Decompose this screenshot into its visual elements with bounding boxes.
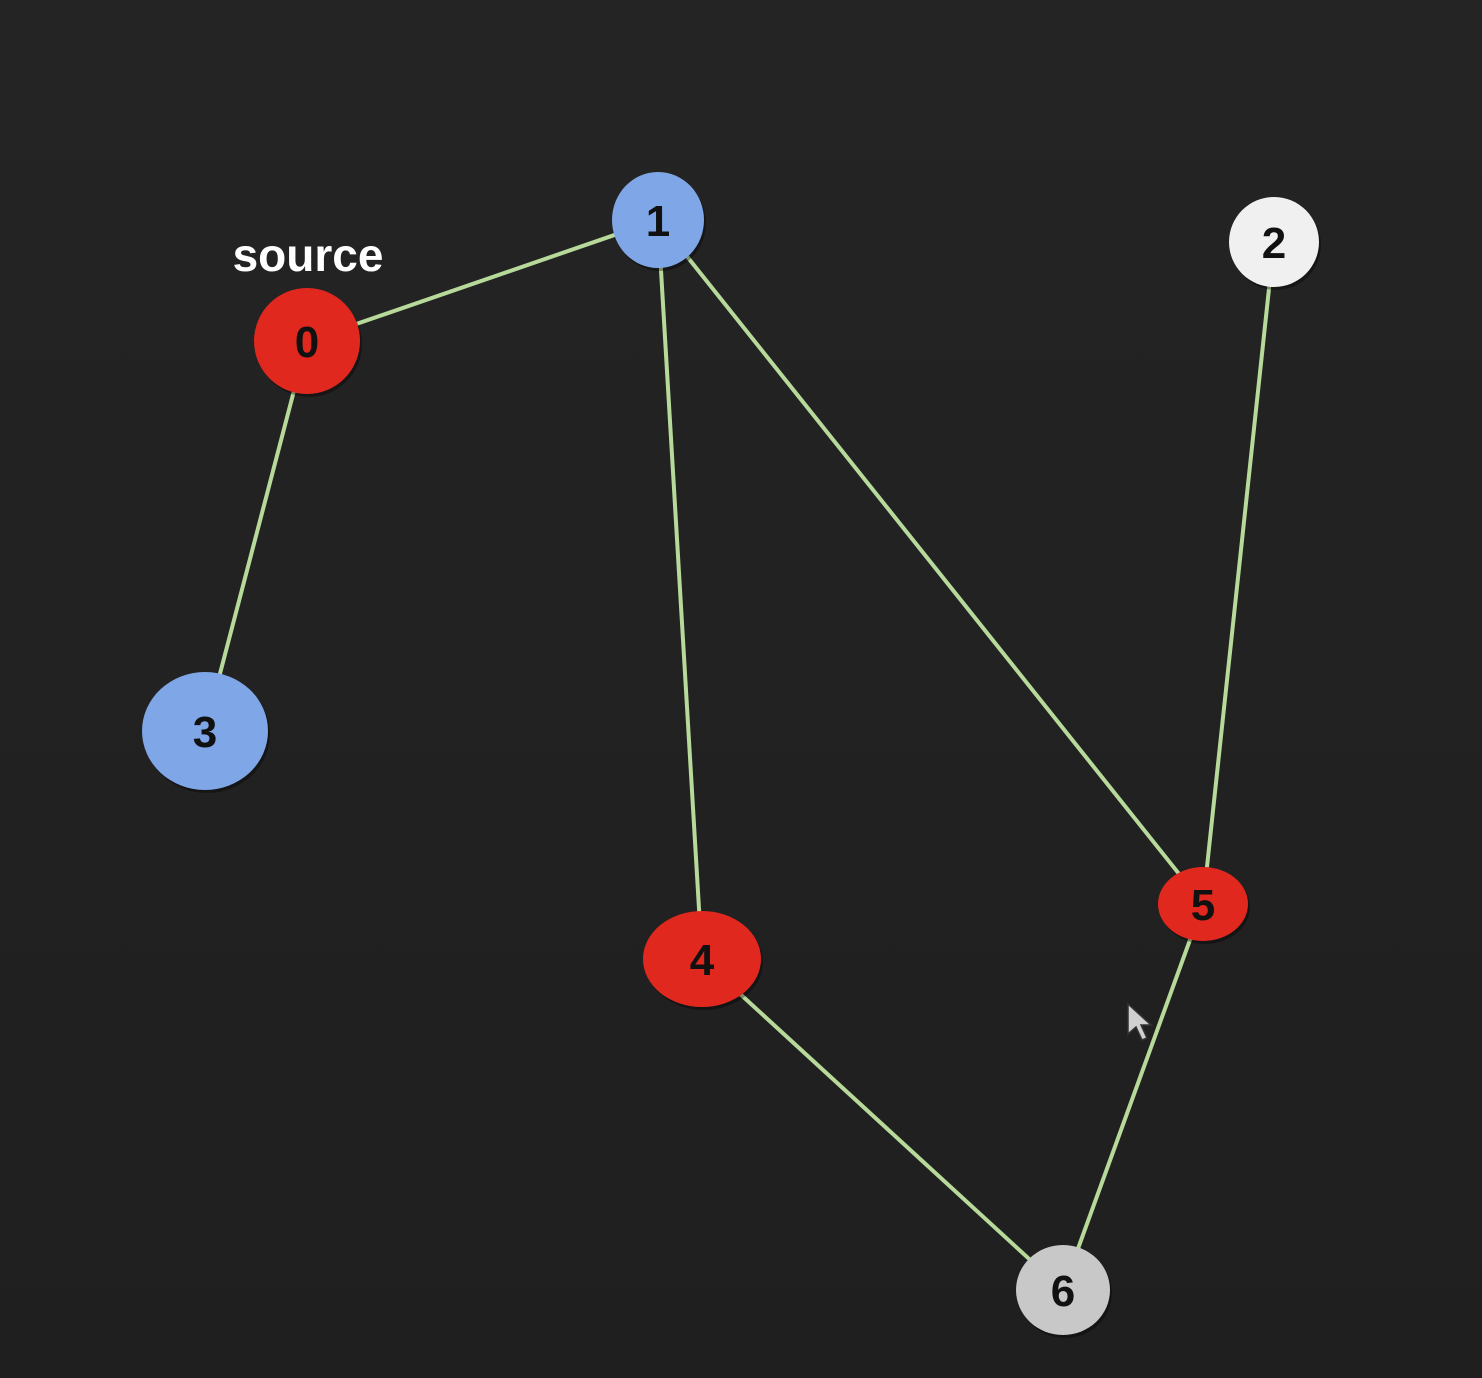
node-1-circle <box>612 172 704 268</box>
node-2-label: 2 <box>1262 219 1286 268</box>
node-0-label: 0 <box>295 318 319 367</box>
edge-5-6 <box>1074 933 1194 1254</box>
edges-layer <box>216 231 1272 1265</box>
edge-4-6 <box>732 986 1035 1265</box>
node-5[interactable]: 5 <box>1158 867 1250 944</box>
node-5-circle <box>1158 867 1248 941</box>
edge-0-3 <box>216 386 297 680</box>
edge-0-1 <box>351 231 621 328</box>
node-1[interactable]: 1 <box>612 172 706 271</box>
node-6-circle <box>1016 1245 1110 1335</box>
node-4-circle <box>643 911 761 1007</box>
node-3-circle <box>142 672 268 790</box>
edge-1-5 <box>682 250 1185 881</box>
node-4[interactable]: 4 <box>643 911 763 1010</box>
node-3-label: 3 <box>193 708 217 757</box>
mouse-pointer-icon <box>1127 1002 1153 1041</box>
edge-2-5 <box>1204 280 1272 874</box>
node-0-circle <box>254 288 360 394</box>
node-6-label: 6 <box>1051 1267 1075 1316</box>
node-5-label: 5 <box>1191 881 1215 930</box>
node-2-circle <box>1229 197 1319 287</box>
node-4-label: 4 <box>690 936 715 985</box>
node-6[interactable]: 6 <box>1016 1245 1112 1338</box>
nodes-layer: 0 1 2 3 4 5 6 <box>142 172 1321 1338</box>
edge-1-4 <box>658 259 702 918</box>
node-3[interactable]: 3 <box>142 672 270 793</box>
node-0[interactable]: 0 <box>254 288 362 397</box>
source-label: source <box>233 229 384 281</box>
node-1-label: 1 <box>646 197 670 246</box>
node-2[interactable]: 2 <box>1229 197 1321 290</box>
